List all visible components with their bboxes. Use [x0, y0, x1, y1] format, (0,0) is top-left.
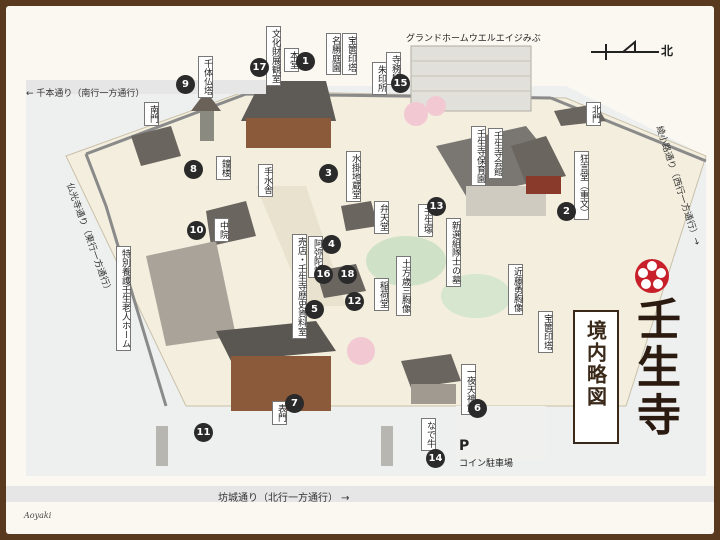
marker-2[interactable]: 2 — [557, 202, 576, 221]
artist-signature: Aoyaki — [24, 511, 52, 520]
label-mizukake: 水掛地蔵堂 — [346, 151, 361, 202]
label-shoro: 鐘楼 — [216, 156, 231, 180]
label-temizu: 手水舎 — [258, 164, 273, 197]
label-sentai: 千体仏塔 — [198, 56, 213, 98]
label-omotemon: 表門 — [272, 401, 287, 425]
road-north: ← 千本通り（南行一方通行） — [26, 89, 145, 99]
marker-17[interactable]: 17 — [250, 58, 269, 77]
marker-12[interactable]: 12 — [345, 292, 364, 311]
parking-label: コイン駐車場 — [459, 459, 514, 469]
label-hokyo-right: 宝篋印塔 — [538, 311, 553, 353]
north-compass: 北 — [591, 39, 691, 62]
marker-8[interactable]: 8 — [184, 160, 203, 179]
marker-15[interactable]: 15 — [391, 74, 410, 93]
label-nadeushi: なで牛 — [421, 418, 436, 451]
marker-1[interactable]: 1 — [296, 52, 315, 71]
marker-6[interactable]: 6 — [468, 399, 487, 418]
marker-11[interactable]: 11 — [194, 423, 213, 442]
label-kondo: 近藤勇胸像 — [508, 264, 523, 315]
label-shinsengumi: 新選組隊士の墓 — [446, 218, 461, 287]
title-sub: 境内略図 — [583, 320, 608, 408]
compass-arrow-icon — [591, 39, 659, 60]
marker-16[interactable]: 16 — [314, 265, 333, 284]
marker-9[interactable]: 9 — [176, 75, 195, 94]
label-hoikuen: 壬生寺保育園 — [471, 126, 486, 186]
label-benten: 弁天堂 — [374, 201, 389, 234]
label-kitamon: 北門 — [586, 102, 601, 126]
road-south: 坊城通り（北行一方通行） → — [218, 493, 350, 504]
building-top-label: グランドホームウエルエイジみぶ — [406, 34, 541, 44]
north-label: 北 — [661, 44, 674, 58]
map-frame: 北 グランドホームウエルエイジみぶ ← 千本通り（南行一方通行） 坊城通り（北行… — [6, 6, 714, 534]
label-kaikan: 壬生寺会館 — [488, 128, 503, 179]
label-rojin: 特別養護壬生老人ホーム — [116, 246, 131, 351]
marker-7[interactable]: 7 — [285, 394, 304, 413]
marker-14[interactable]: 14 — [426, 449, 445, 468]
label-hijikata: 土方歳三胸像 — [396, 256, 411, 316]
title-main: 壬生寺 — [629, 296, 680, 440]
marker-18[interactable]: 18 — [338, 265, 357, 284]
label-kyogendo: 狂言堂（重文） — [574, 151, 589, 220]
marker-3[interactable]: 3 — [319, 164, 338, 183]
marker-13[interactable]: 13 — [427, 197, 446, 216]
label-shoten: 売店・壬生寺歴史資料室 — [292, 234, 307, 339]
label-bunkazai: 文化財展観室 — [266, 26, 281, 86]
label-inari: 稲荷堂 — [374, 278, 389, 311]
label-garden: 名勝庭園 — [326, 33, 341, 75]
label-minamimon: 南門 — [144, 102, 159, 126]
label-shuin: 朱印所 — [372, 62, 387, 95]
label-hokyo-top: 宝篋印塔 — [342, 33, 357, 75]
title-sub-card: 境内略図 — [573, 310, 619, 444]
parking-symbol: P — [459, 438, 470, 454]
marker-10[interactable]: 10 — [187, 221, 206, 240]
marker-5[interactable]: 5 — [305, 300, 324, 319]
marker-4[interactable]: 4 — [322, 235, 341, 254]
temple-crest-icon — [635, 259, 669, 293]
label-chuin: 中院 — [214, 218, 229, 242]
